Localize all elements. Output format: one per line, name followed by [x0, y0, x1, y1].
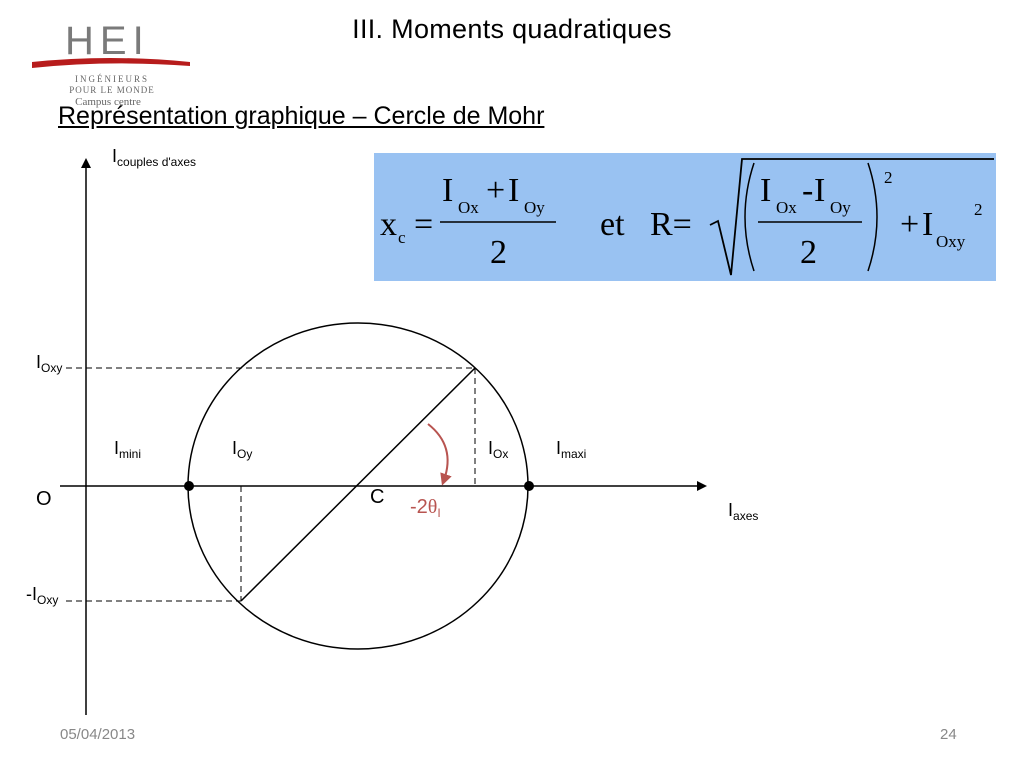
angle-arc: [427, 423, 452, 486]
r-plus: +: [900, 206, 919, 243]
r-num-sub2: Oy: [830, 198, 851, 217]
paren-right: [867, 162, 878, 272]
r-label: R=: [650, 206, 692, 243]
neg-ioxy-label-sub: Oxy: [37, 593, 59, 607]
formula-box: x c = I Ox + I Oy 2 et R= I Ox - I Oy 2 …: [374, 153, 996, 281]
origin-label: O: [36, 488, 52, 510]
ioy-label: IOy: [232, 438, 252, 461]
ioxy-label-main: I: [36, 352, 42, 372]
imini-label: Imini: [114, 438, 141, 461]
iox-label-sub: Ox: [493, 447, 509, 461]
x-axis-label: Iaxes: [728, 500, 758, 523]
ioxy-label-sub: Oxy: [41, 361, 63, 375]
slide-title: III. Moments quadratiques: [352, 14, 672, 44]
et-text: et: [600, 206, 625, 243]
r-num-I2: I: [814, 172, 825, 209]
angle-label: -2θI: [410, 496, 441, 520]
ioxy-I: I: [922, 206, 933, 243]
imini-point: [184, 481, 194, 491]
num-plus: +: [486, 172, 505, 209]
imaxi-label: Imaxi: [556, 438, 586, 461]
angle-label-prefix: -2: [410, 496, 428, 518]
r-num-sub1: Ox: [776, 198, 797, 217]
denominator-1: 2: [490, 234, 507, 271]
section-subtitle: Représentation graphique – Cercle de Moh…: [58, 102, 545, 130]
ioxy-label: IOxy: [36, 352, 62, 375]
num-sub1: Ox: [458, 198, 479, 217]
ioxy-exponent: 2: [974, 200, 983, 219]
hei-logo: HEI INGÉNIEURS POUR LE MONDE Campus cent…: [30, 10, 195, 110]
sqrt-sign: [709, 158, 994, 276]
xc-sub: c: [398, 228, 406, 247]
num-sub2: Oy: [524, 198, 545, 217]
diameter-line: [240, 367, 476, 602]
y-axis-label-main: I: [112, 146, 118, 166]
logo-brand: HEI: [65, 19, 150, 63]
angle-label-sub: I: [437, 506, 441, 520]
ioxy-sub: Oxy: [936, 232, 966, 251]
footer-date: 05/04/2013: [60, 726, 136, 743]
logo-swoosh: [32, 58, 190, 68]
num-I2: I: [508, 172, 519, 209]
denominator-2: 2: [800, 234, 817, 271]
paren-left: [744, 162, 755, 272]
y-axis-label: Icouples d'axes: [112, 146, 196, 169]
neg-ioxy-label-main: -I: [26, 584, 37, 604]
logo-campus: Campus centre: [75, 96, 141, 108]
iox-label: IOx: [488, 438, 508, 461]
imaxi-point: [524, 481, 534, 491]
center-label: C: [370, 486, 385, 508]
xc-equals: =: [414, 206, 433, 243]
neg-ioxy-label: -IOxy: [26, 584, 58, 607]
logo-line1: INGÉNIEURS: [75, 74, 149, 84]
ioy-label-main: I: [232, 438, 238, 458]
imaxi-label-main: I: [556, 438, 562, 458]
logo-line2: POUR LE MONDE: [69, 85, 155, 95]
xc-base: x: [380, 206, 397, 243]
ioy-label-sub: Oy: [237, 447, 253, 461]
x-axis-label-sub: axes: [733, 509, 759, 523]
imaxi-label-sub: maxi: [561, 447, 587, 461]
x-axis-label-main: I: [728, 500, 734, 520]
y-axis-label-sub: couples d'axes: [117, 155, 197, 169]
r-num-I1: I: [760, 172, 771, 209]
angle-label-theta: θ: [427, 496, 438, 518]
r-num-minus: -: [802, 172, 813, 209]
imini-label-main: I: [114, 438, 120, 458]
num-I1: I: [442, 172, 453, 209]
formula-graphic: x c = I Ox + I Oy 2 et R= I Ox - I Oy 2 …: [380, 158, 994, 276]
paren-exponent: 2: [884, 168, 893, 187]
page-number: 24: [940, 726, 957, 743]
logo-graphic: HEI INGÉNIEURS POUR LE MONDE Campus cent…: [32, 19, 190, 108]
iox-label-main: I: [488, 438, 494, 458]
imini-label-sub: mini: [119, 447, 142, 461]
